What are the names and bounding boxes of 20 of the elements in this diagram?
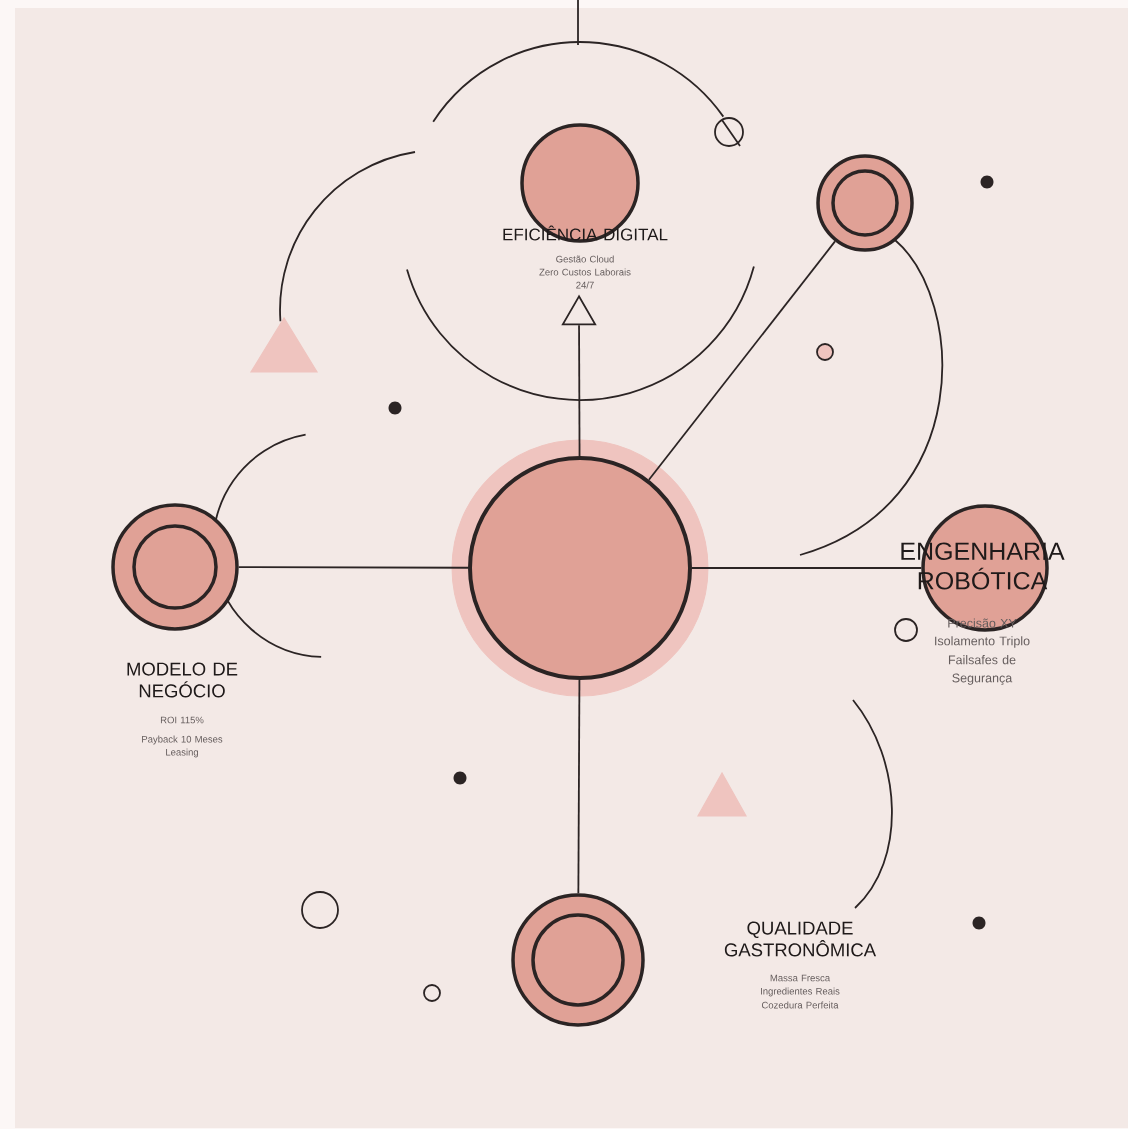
node-detail: Failsafes de Segurança	[949, 655, 1016, 685]
node-detail: Gestão Cloud	[556, 255, 614, 263]
node-detail: Isolamento Triplo	[935, 636, 1030, 648]
connector-line	[237, 566, 469, 569]
node-heading: MODELO DE NEGÓCIO	[127, 662, 238, 698]
node-detail: Ingredientes Reais	[761, 987, 840, 997]
node-heading: QUALIDADE GASTRONÔMICA	[724, 921, 877, 957]
node-detail: Massa Fresca	[770, 974, 831, 982]
connector-line	[577, 679, 581, 895]
node-detail: 24/7	[576, 281, 594, 289]
node-detail: Cozedura Perfeita	[761, 1001, 839, 1009]
circle-node	[451, 439, 709, 697]
node-detail: Payback 10 Meses	[142, 735, 223, 745]
connector-line	[691, 567, 923, 569]
connector-line	[578, 324, 581, 457]
connector-line	[648, 240, 836, 481]
node-detail: Zero Custos Laborais	[539, 268, 631, 276]
node-detail: ROI 115%	[160, 716, 204, 724]
node-detail: Leasing	[166, 748, 198, 758]
circle-node	[816, 154, 914, 252]
